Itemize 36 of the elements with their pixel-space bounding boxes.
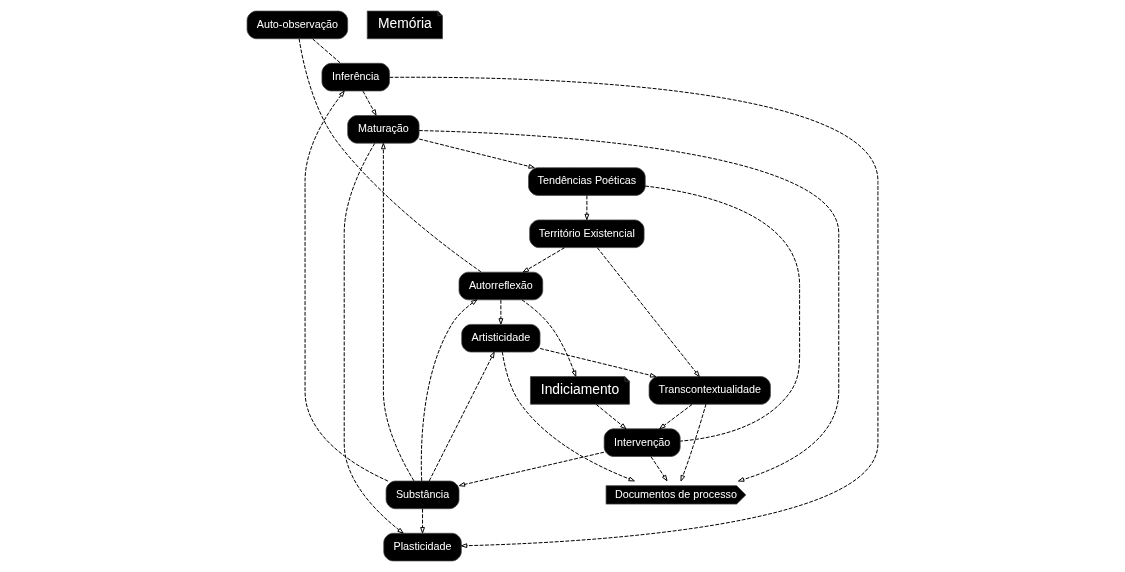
arrow	[498, 299, 504, 325]
arrow	[389, 76, 879, 549]
arrow	[596, 247, 700, 377]
node-box: Território Existencial	[529, 219, 645, 248]
node-box: Transcontextualidade	[648, 376, 771, 405]
arrow	[420, 508, 425, 534]
arrow	[522, 247, 565, 273]
arrow	[418, 130, 840, 482]
connector	[312, 38, 341, 64]
arrow	[362, 90, 377, 116]
connector	[298, 38, 482, 273]
node-box: Substância	[385, 480, 460, 510]
node-box: Maturação	[347, 115, 420, 144]
arrow	[381, 142, 415, 482]
arrow	[501, 351, 635, 482]
arrow	[659, 404, 693, 430]
arrow	[458, 451, 605, 487]
node-box: Plasticidade	[383, 532, 462, 562]
arrow	[428, 351, 495, 482]
arrow	[418, 138, 535, 169]
node-box: Artisticidade	[461, 324, 541, 353]
arrow	[304, 90, 389, 482]
arrow	[595, 404, 627, 430]
arrow	[521, 299, 577, 377]
node-box: Inferência	[321, 62, 390, 92]
arrow	[539, 348, 657, 378]
arrow	[650, 456, 668, 482]
node-box: Auto-observação	[246, 10, 349, 40]
node-box: Intervenção	[603, 428, 681, 457]
arrow	[584, 195, 590, 221]
connector	[644, 185, 801, 442]
arrow	[343, 142, 404, 534]
arrow	[680, 403, 707, 482]
node-box: Autorreflexão	[458, 271, 544, 301]
arrow	[420, 299, 478, 482]
node-box: Tendências Poéticas	[528, 167, 646, 196]
